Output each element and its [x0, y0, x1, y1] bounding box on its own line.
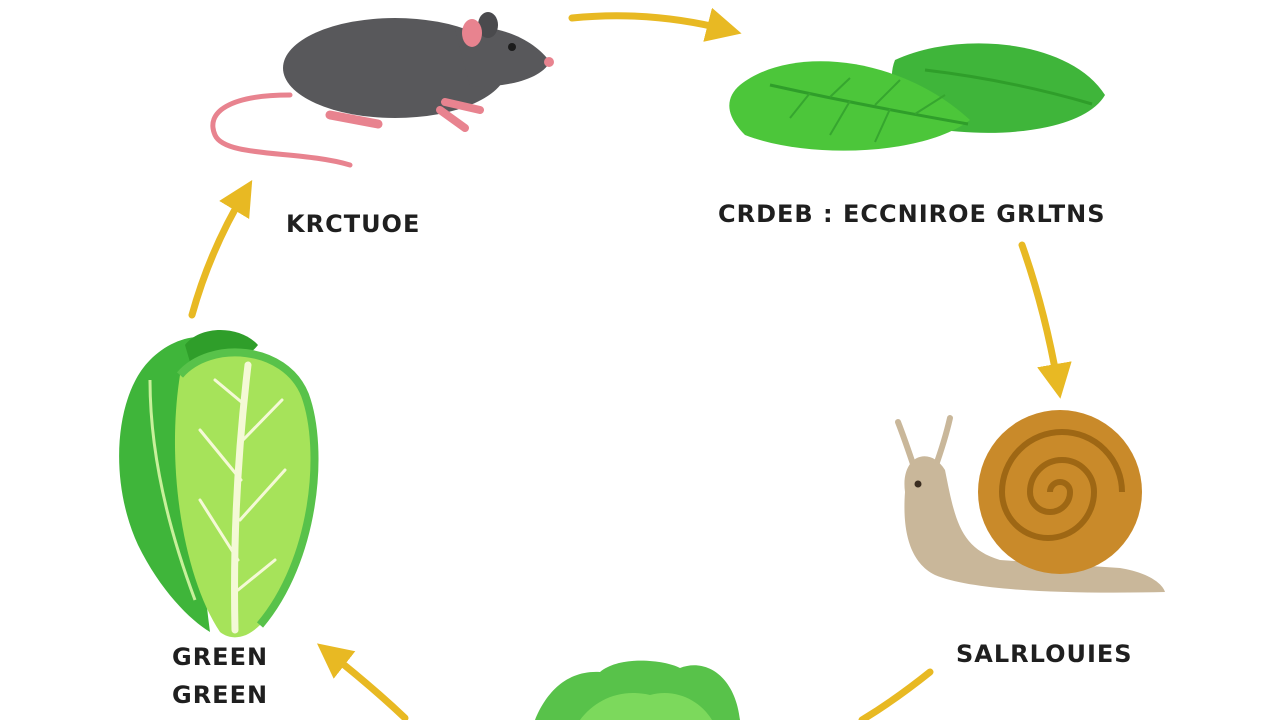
arrow-mouse-to-greens — [568, 7, 742, 42]
leaf-back-vein — [924, 68, 1093, 106]
mouse-front-feet — [436, 98, 484, 132]
snail-eye — [914, 480, 922, 488]
romaine-rib — [231, 361, 252, 634]
leaf-front — [729, 61, 970, 151]
romaine-lettuce-illustration — [119, 330, 319, 638]
romaine-veins — [198, 378, 287, 592]
romaine-front-leaf — [174, 352, 315, 638]
mouse-nose — [544, 57, 554, 67]
snail-label: SALRLOUIES — [956, 640, 1133, 668]
mouse-ear — [462, 19, 482, 47]
mouse-body — [283, 18, 507, 118]
mouse-tail — [210, 92, 353, 168]
lettuce-label-line-1: GREEN — [172, 643, 269, 671]
mouse-ear-back — [478, 12, 498, 38]
snail-antenna-1 — [895, 419, 918, 473]
mouse-eye — [508, 43, 516, 51]
mouse-label: KRCTUOE — [286, 210, 421, 238]
lettuce-label-line-2: GREEN — [172, 681, 269, 709]
lettuce-head-highlight — [580, 692, 712, 720]
arrow-bottom-to-lettuce — [316, 643, 409, 720]
greens-label: CRDEB : ECCNIROE GRLTNS — [718, 200, 1106, 228]
romaine-front-leaf-edge — [176, 348, 319, 628]
lettuce-head-illustration — [535, 660, 740, 720]
cycle-arrows — [188, 7, 1072, 720]
arrow-lettuce-to-mouse — [188, 180, 253, 319]
leaf-front-vein — [769, 83, 969, 126]
mouse-illustration — [210, 12, 554, 168]
arrow-snail-to-bottom — [858, 668, 934, 720]
snail-body — [904, 456, 1165, 593]
snail-antenna-2 — [932, 415, 953, 471]
arrow-greens-to-snail — [1018, 241, 1072, 399]
snail-shell-spiral — [998, 429, 1125, 541]
snail-illustration — [895, 410, 1165, 593]
mouse-back-feet — [325, 110, 383, 129]
leafy-greens-illustration — [729, 43, 1105, 151]
romaine-back-vein — [148, 379, 197, 601]
leaf-front-side-veins — [789, 77, 946, 143]
